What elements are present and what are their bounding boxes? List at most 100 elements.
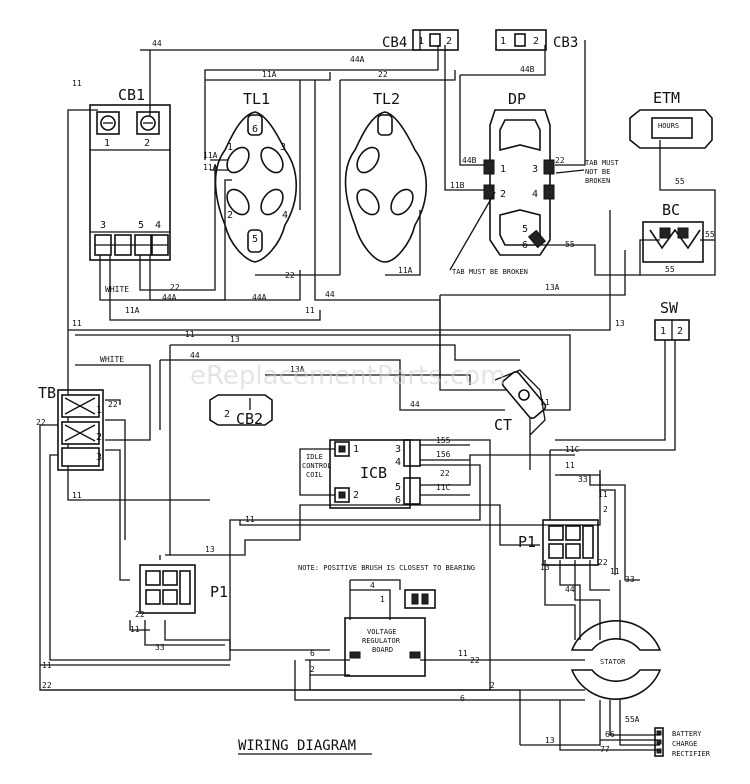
wire-label-55-bc: 55 xyxy=(705,230,715,239)
wire-label-22-stator: 22 xyxy=(598,558,608,567)
p1-right-label: P1 xyxy=(518,533,536,551)
wire-labels: 44 44A 11A 22 44B 11 11A 11A 44B 22 11B … xyxy=(36,39,715,754)
wire-label-11: 11 xyxy=(72,79,82,88)
ct-label: CT xyxy=(494,416,512,434)
icb-pin-2: 2 xyxy=(353,490,359,501)
wire-label-11b: 11B xyxy=(450,181,465,190)
dp-tab-note-3: BROKEN xyxy=(585,177,610,185)
bc-label: BC xyxy=(662,201,680,219)
wire-label-22-p1: 22 xyxy=(135,610,145,619)
wire-label-11a-tl1: 11A xyxy=(203,151,218,160)
tl1-pin-6: 6 xyxy=(252,124,258,135)
wire-label-13-stator: 13 xyxy=(540,563,550,572)
duplex-outlet-dp: DP 1 3 2 4 5 6 TAB MUST NOT BE BROKEN TA… xyxy=(449,90,620,276)
dp-pin-3: 3 xyxy=(532,164,538,175)
wire-label-55-dp: 55 xyxy=(565,240,575,249)
wire-label-white: WHITE xyxy=(105,285,129,294)
wire-label-6-bottom: 6 xyxy=(460,694,465,703)
bcr-label-2: CHARGE xyxy=(672,740,697,748)
wire-label-44-ct: 44 xyxy=(410,400,420,409)
wire-label-4-vrb: 4 xyxy=(370,581,375,590)
wire-label-white-tb: WHITE xyxy=(100,355,124,364)
icb-pin-1: 1 xyxy=(353,444,359,455)
wire-label-44-mid: 44 xyxy=(325,290,335,299)
wire-label-11a: 11A xyxy=(262,70,277,79)
diagram-title: WIRING DIAGRAM xyxy=(238,738,356,754)
wire-network xyxy=(39,30,716,751)
wire-label-13: 13 xyxy=(615,319,625,328)
etm-label: ETM xyxy=(653,89,680,107)
cb1-pin-3: 3 xyxy=(100,220,106,231)
dp-pin-5: 5 xyxy=(522,224,528,235)
switch-sw: SW 1 2 xyxy=(654,299,690,341)
stator-label: STATOR xyxy=(600,658,626,666)
wire-label-13-lower: 13 xyxy=(205,545,215,554)
tl1-pin-2: 2 xyxy=(227,210,233,221)
wire-label-44a: 44A xyxy=(350,55,365,64)
sw-pin-2: 2 xyxy=(677,326,683,337)
vrb-label-3: BOARD xyxy=(372,646,393,654)
wire-label-11-tb: 11 xyxy=(72,491,82,500)
wire-label-11-mid: 11 xyxy=(305,306,315,315)
cb1-pin-1: 1 xyxy=(104,138,110,149)
wire-label-2-stator: 2 xyxy=(603,505,608,514)
wire-label-55-bottom: 55 xyxy=(665,265,675,274)
icb-pin-3: 3 xyxy=(395,444,401,455)
wire-label-44a-tl1: 44A xyxy=(252,293,267,302)
wire-label-13-line: 13 xyxy=(230,335,240,344)
wire-label-2-bottom: 2 xyxy=(490,681,495,690)
wire-label-44-line: 44 xyxy=(190,351,200,360)
cb1-label: CB1 xyxy=(118,86,145,104)
wire-label-55: 55 xyxy=(675,177,685,186)
wire-label-11-lower: 11 xyxy=(245,515,255,524)
wire-label-33-p1: 33 xyxy=(155,643,165,652)
terminal-lug-tl2: TL2 xyxy=(344,90,428,263)
wire-label-13a: 13A xyxy=(545,283,560,292)
dp-pin-1: 1 xyxy=(500,164,506,175)
dp-pin-2: 2 xyxy=(500,189,506,200)
wire-label-11-icb: 11 xyxy=(565,461,575,470)
wire-label-44: 44 xyxy=(152,39,162,48)
wire-label-11a-bottom: 11A xyxy=(125,306,140,315)
bcr-label-3: RECTIFIER xyxy=(672,750,711,758)
brush-note: NOTE: POSITIVE BRUSH IS CLOSEST TO BEARI… xyxy=(298,564,475,572)
wire-label-11-line2: 11 xyxy=(185,330,195,339)
wire-label-22-icb: 22 xyxy=(440,469,450,478)
wire-label-6-vrb: 6 xyxy=(310,649,315,658)
cb1-pin-4: 4 xyxy=(155,220,161,231)
vrb-label-1: VOLTAGE xyxy=(367,628,397,636)
tl1-pin-4: 4 xyxy=(282,210,288,221)
dp-pin-6: 6 xyxy=(522,240,528,251)
wire-label-1-vrb: 1 xyxy=(380,595,385,604)
wire-label-44-stator: 44 xyxy=(565,585,575,594)
wire-label-2-vrb: 2 xyxy=(310,665,315,674)
idle-control-board-icb: ICB 3 4 5 6 1 2 IDLE CONTROL COIL xyxy=(299,439,421,509)
icb-label: ICB xyxy=(360,464,387,482)
wire-label-22-tl: 22 xyxy=(285,271,295,280)
tb-pin-3: 3 xyxy=(96,452,102,463)
cb1-pin-5: 5 xyxy=(138,220,144,231)
icb-pin-5: 5 xyxy=(395,482,401,493)
battery-charge-rectifier: BATTERY CHARGE RECTIFIER xyxy=(654,727,711,758)
tab-broken-note: TAB MUST BE BROKEN xyxy=(452,268,528,276)
wire-label-11a-tl1b: 11A xyxy=(203,163,218,172)
wire-label-11-stator2: 11 xyxy=(610,567,620,576)
wire-label-156: 156 xyxy=(436,450,451,459)
current-transformer-ct: CT xyxy=(494,369,547,436)
tb-pin-1: 1 xyxy=(96,405,102,416)
terminal-lug-tl1: TL1 6 1 3 2 4 5 xyxy=(214,90,298,263)
wire-label-22-vrb: 22 xyxy=(470,656,480,665)
cb3-pin-2: 2 xyxy=(533,36,539,47)
tl2-label: TL2 xyxy=(373,90,400,108)
battery-charge-bc: BC xyxy=(642,201,704,263)
tb-pin-2: 2 xyxy=(96,432,102,443)
wire-label-11-vrb: 11 xyxy=(458,649,468,658)
idle-coil-label-3: COIL xyxy=(306,471,323,479)
wire-label-77: 77 xyxy=(600,745,610,754)
wire-label-22-cb1: 22 xyxy=(170,283,180,292)
dp-tab-note-1: TAB MUST xyxy=(585,159,620,167)
wire-label-22: 22 xyxy=(378,70,388,79)
wire-label-11-stator: 11 xyxy=(598,490,608,499)
dp-tab-note-2: NOT BE xyxy=(585,168,610,176)
wire-label-11-left: 11 xyxy=(72,319,82,328)
